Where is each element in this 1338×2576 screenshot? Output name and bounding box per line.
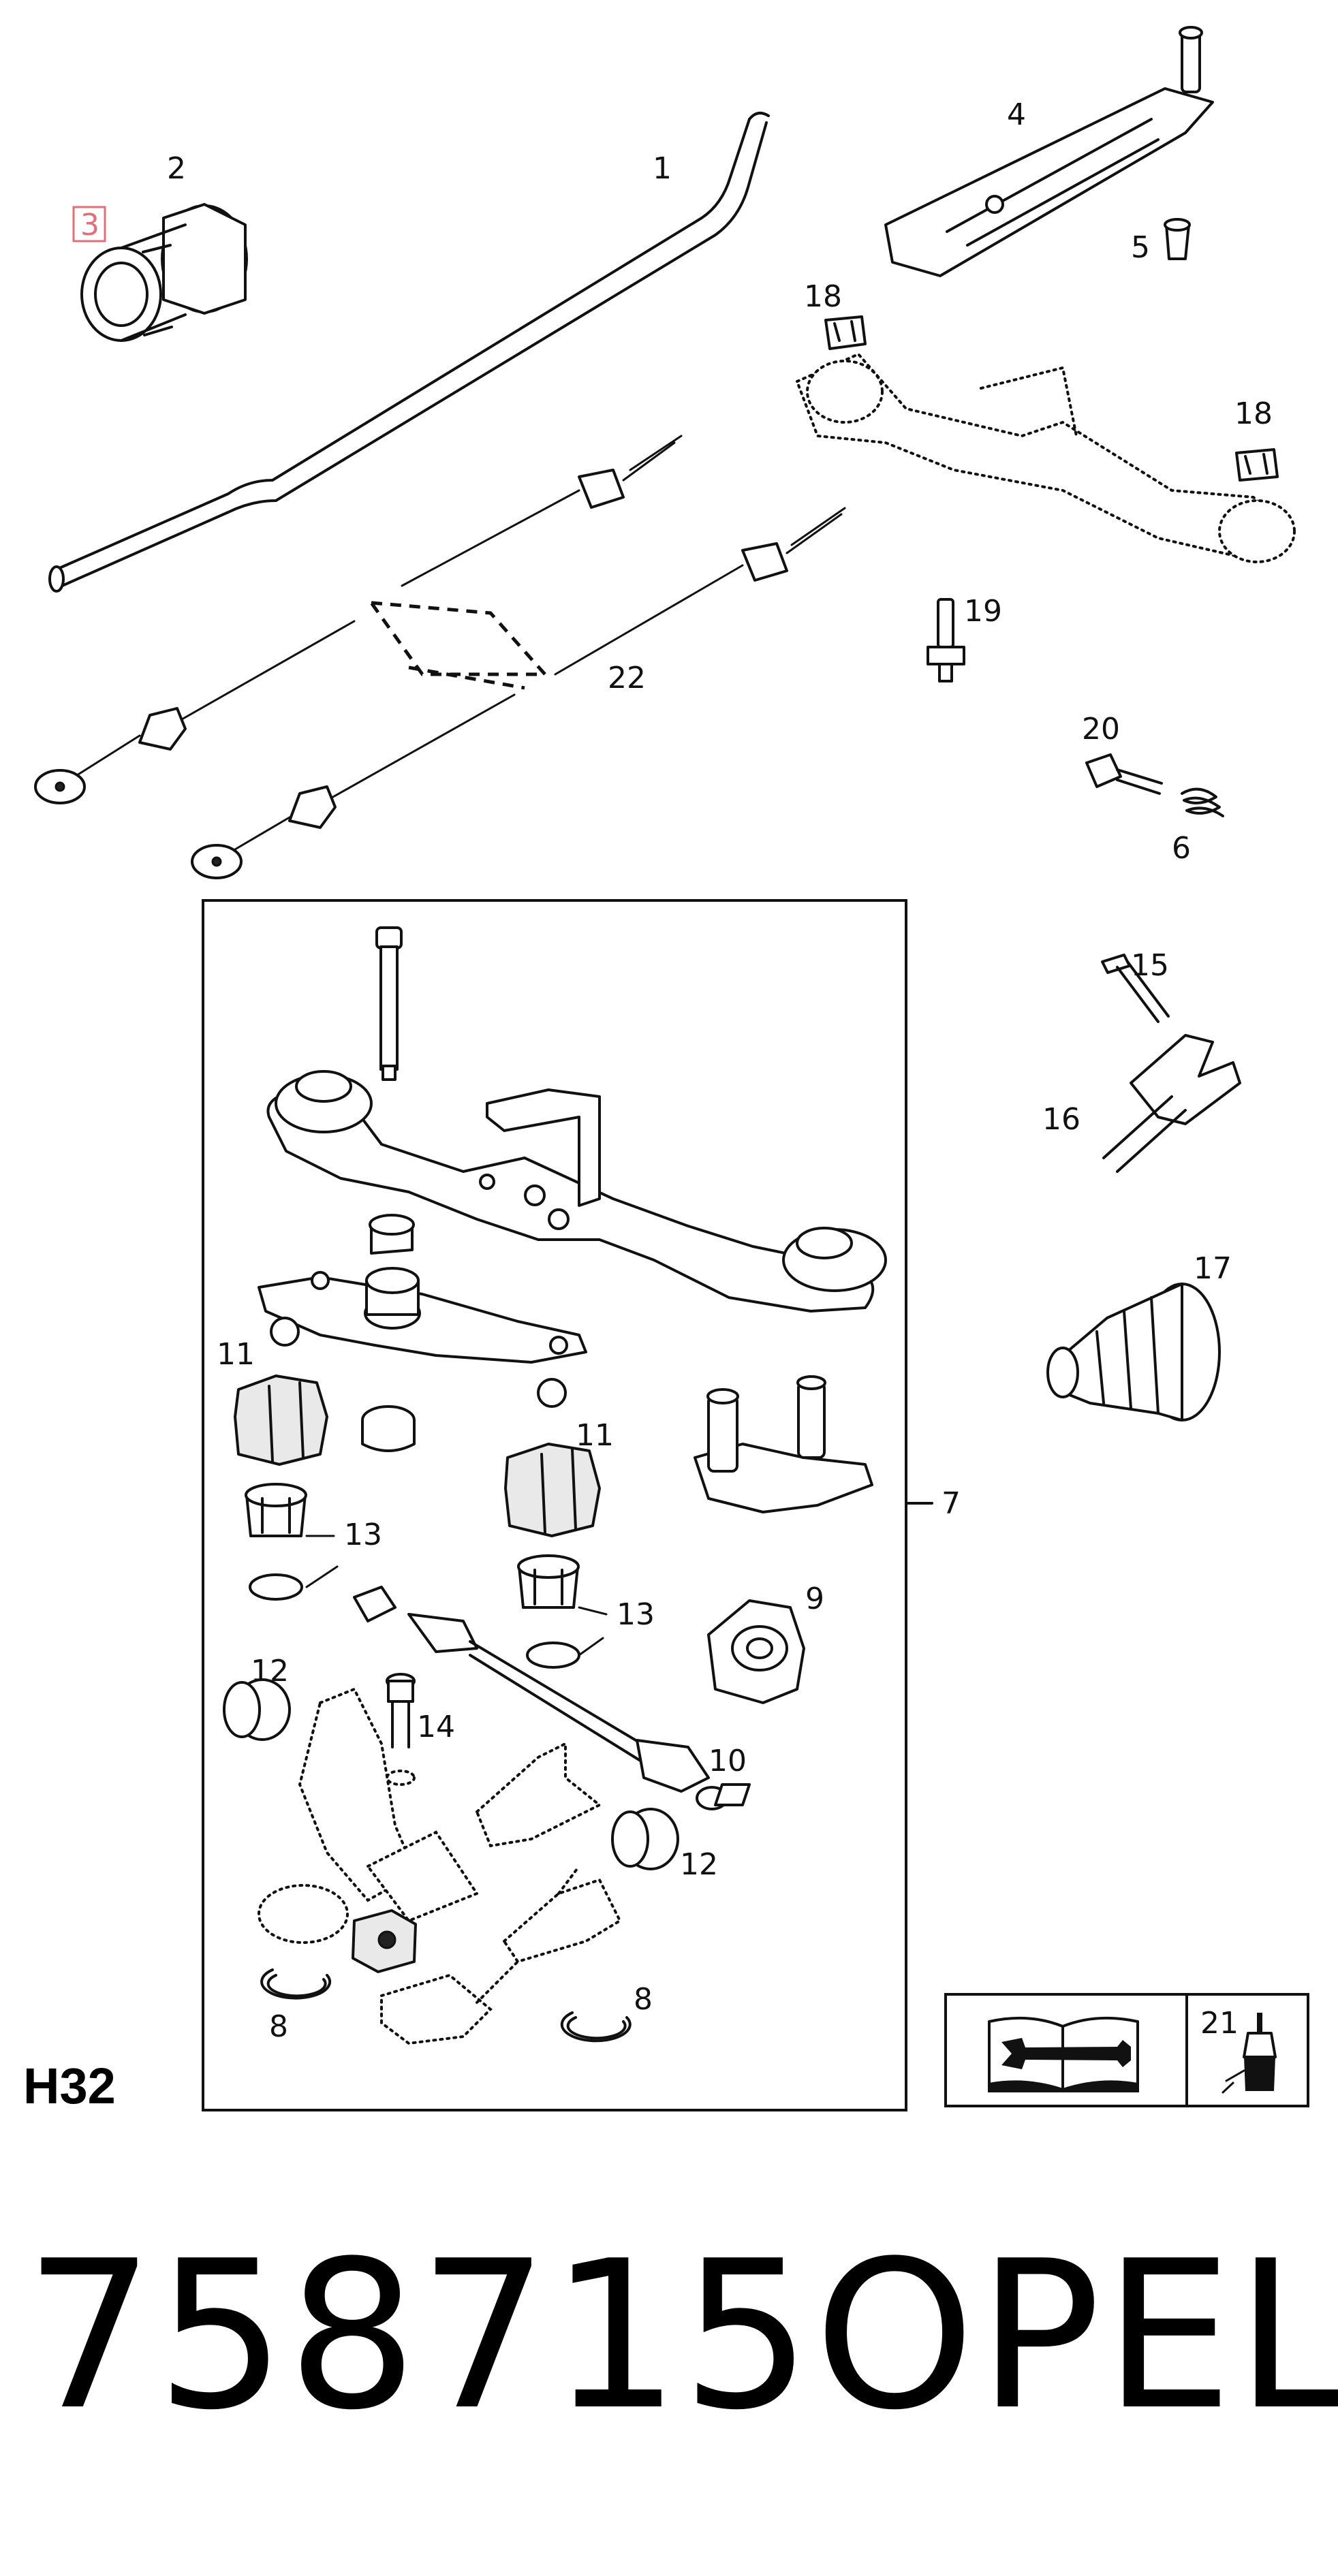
label-part-21: 21 [1200,2006,1239,2041]
label-part-18a: 18 [804,279,842,314]
shift-pin[interactable] [375,926,403,1081]
label-part-11b: 11 [576,1418,614,1453]
o-ring-13a[interactable] [249,1573,303,1601]
adhesive-tube-icon [1222,2013,1277,2094]
shift-cables[interactable] [34,435,846,879]
label-part-12a: 12 [251,1654,289,1688]
bush[interactable] [1164,218,1191,260]
label-part-15: 15 [1131,948,1169,983]
label-part-10: 10 [709,1744,747,1778]
lever-plate[interactable] [884,26,1214,277]
hex-bolt[interactable] [1085,753,1163,795]
shift-lever-bracket[interactable] [694,1375,873,1513]
highlight-box-part-3[interactable] [72,206,106,242]
label-part-12b: 12 [680,1847,718,1882]
bush-cylinder[interactable] [369,1214,415,1255]
clip-18b[interactable] [1235,448,1279,482]
square-block[interactable] [352,1909,417,1973]
clip-18a[interactable] [824,315,867,350]
stud-bolt[interactable] [927,598,965,682]
o-ring-13b[interactable] [526,1642,580,1669]
label-part-19: 19 [964,594,1002,629]
label-part-20: 20 [1082,712,1120,747]
label-part-14: 14 [417,1710,455,1744]
circlip-8a[interactable] [260,1968,332,2000]
leader-lines [305,1535,608,1656]
part-number: 758715 [25,2217,813,2455]
pin[interactable] [1101,954,1170,1023]
label-part-18b: 18 [1234,396,1273,431]
housing-bracket[interactable] [266,1070,887,1313]
label-part-7: 7 [942,1486,961,1521]
label-part-4: 4 [1007,97,1026,132]
brand-name: OPEL [814,2217,1338,2455]
guide-housing[interactable] [707,1599,805,1704]
rubber-block-11b[interactable] [504,1443,601,1537]
assembly-frame [202,899,907,2111]
label-part-2: 2 [167,151,186,186]
selector-fork[interactable] [1102,1034,1241,1173]
label-part-8b: 8 [634,1982,653,2017]
label-part-9: 9 [805,1582,824,1616]
guide-bush-13a[interactable] [245,1483,307,1537]
support-bracket-dotted[interactable] [795,352,1297,563]
label-part-22: 22 [608,661,646,695]
rubber-boot[interactable] [1046,1283,1221,1421]
spring[interactable] [1181,787,1224,817]
label-part-6: 6 [1172,831,1191,866]
selector-plate[interactable] [258,1267,587,1408]
group-code: H32 [23,2058,116,2114]
label-part-1: 1 [653,151,672,186]
rubber-block-11a[interactable] [234,1375,328,1466]
label-part-3[interactable]: 3 [80,208,99,242]
label-part-16: 16 [1042,1102,1080,1137]
label-part-8a: 8 [269,2009,288,2044]
selector-rod[interactable] [353,1586,751,1810]
circlip-8b[interactable] [560,2011,632,2043]
socket-bolt[interactable] [386,1673,416,1786]
grommet[interactable] [361,1405,416,1452]
lever-arms-dotted[interactable] [258,1687,622,2045]
rubber-mount-12a[interactable] [223,1678,291,1741]
label-part-13a: 13 [344,1518,382,1552]
shift-rod[interactable] [48,112,770,593]
label-part-11a: 11 [217,1337,255,1372]
release-bearing[interactable] [80,203,248,342]
label-part-17: 17 [1194,1251,1232,1286]
label-part-13b: 13 [617,1597,655,1632]
manual-book-wrench-icon [988,2016,1139,2092]
guide-bush-13b[interactable] [517,1554,580,1609]
label-part-5: 5 [1131,230,1150,265]
rubber-mount-12b[interactable] [611,1808,679,1870]
